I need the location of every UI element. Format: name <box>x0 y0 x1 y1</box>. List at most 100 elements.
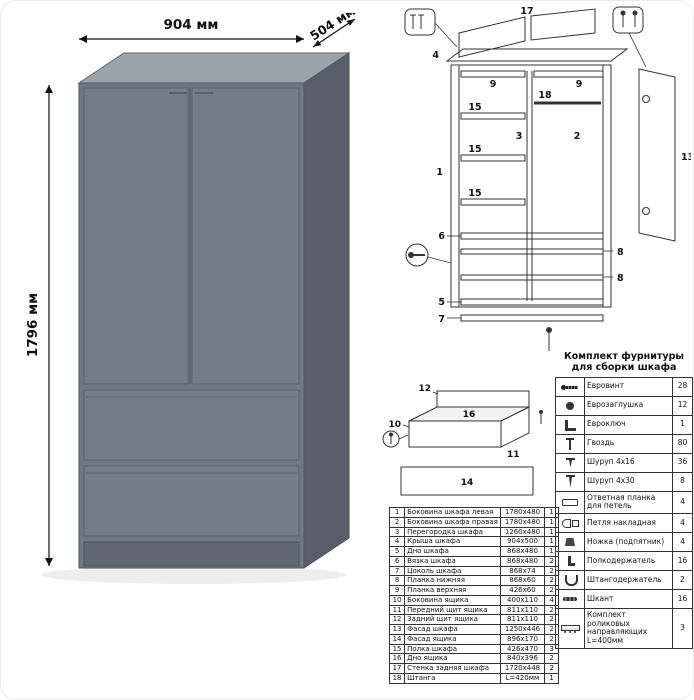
part-name-cell: Планка нижняя <box>404 575 501 586</box>
part-size-cell: 811x110 <box>499 614 546 625</box>
hardware-qty-cell: 3 <box>672 608 693 649</box>
hardware-icon-cell <box>555 414 585 435</box>
part-number-cell: 14 <box>388 633 406 645</box>
exploded-assembly-diagram: 17 4 9 9 18 1 3 2 15 15 15 6 8 8 5 7 13 <box>404 6 691 351</box>
part-number-cell: 18 <box>388 672 406 684</box>
hardware-name-cell: Полкодержатель <box>584 551 673 572</box>
hardware-item-icon <box>560 592 580 606</box>
part-number-cell: 12 <box>388 614 406 625</box>
part-size-cell: 904x500 <box>499 536 546 547</box>
hardware-item-icon <box>560 437 580 451</box>
part-name-cell: Полка шкафа <box>404 643 501 655</box>
part-number-cell: 13 <box>388 624 406 635</box>
hardware-item-icon <box>560 516 580 530</box>
part-name-cell: Штанга <box>404 672 501 684</box>
hardware-name-cell: Ответная планка для петель <box>584 490 673 515</box>
hardware-item-icon <box>560 399 580 413</box>
part-qty-cell: 1 <box>544 526 559 538</box>
part-qty-cell: 1 <box>544 536 559 547</box>
hardware-icon-cell <box>555 532 585 553</box>
part-number-cell: 4 <box>388 536 406 547</box>
part-size-cell: 868x480 <box>499 546 546 557</box>
hardware-item-icon <box>560 456 580 470</box>
part-name-cell: Вязка шкафа <box>404 555 501 567</box>
parts-row: 17 Стенка задняя шкафа 1720x448 2 <box>388 663 559 674</box>
parts-row: 18 Штанга L=420мм 1 <box>388 672 559 684</box>
hardware-kit: Комплект фурнитуры для сборки шкафа Евро… <box>555 351 693 649</box>
part-label-18: 18 <box>538 90 552 101</box>
part-label-9b: 9 <box>576 79 583 90</box>
hardware-name-cell: Шуруп 4x30 <box>584 471 673 492</box>
drawer-part-labels: 12 10 16 11 14 <box>388 384 519 488</box>
hardware-icon-cell <box>555 513 585 534</box>
hardware-name-cell: Шуруп 4x16 <box>584 452 673 473</box>
part-qty-cell: 2 <box>544 565 559 577</box>
hardware-name-cell: Шкант <box>584 589 673 610</box>
part-label-16: 16 <box>463 410 476 420</box>
hardware-row: Комплект роликовых направляющих L=400мм … <box>555 608 693 649</box>
hardware-icon-cell <box>555 608 585 649</box>
part-qty-cell: 1 <box>544 516 559 528</box>
hardware-qty-cell: 16 <box>672 551 693 572</box>
hardware-item-icon <box>560 535 580 549</box>
hardware-name-cell: Еврозаглушка <box>584 395 673 416</box>
part-label-10: 10 <box>388 420 401 430</box>
parts-row: 3 Перегородка шкафа 1260x480 1 <box>388 526 559 538</box>
hardware-icon-cell <box>555 570 585 591</box>
part-qty-cell: 2 <box>544 653 559 664</box>
parts-row: 7 Цоколь шкафа 868x74 2 <box>388 565 559 577</box>
hardware-item-icon <box>560 573 580 587</box>
part-label-8a: 8 <box>617 247 624 258</box>
hardware-name-cell: Ножка (подпятник) <box>584 532 673 553</box>
part-label-11: 11 <box>507 450 520 460</box>
part-number-cell: 16 <box>388 653 406 664</box>
hardware-name-cell: Штангодержатель <box>584 570 673 591</box>
hardware-row: Полкодержатель 16 <box>555 551 693 572</box>
part-label-15c: 15 <box>468 188 481 199</box>
width-dimension-label: 904 мм <box>164 17 219 33</box>
part-size-cell: 1250x446 <box>499 624 546 635</box>
part-label-8b: 8 <box>617 273 624 284</box>
part-size-cell: 1780x480 <box>499 516 546 528</box>
part-name-cell: Боковина шкафа правая <box>404 516 501 528</box>
hardware-row: Еврозаглушка 12 <box>555 395 693 416</box>
hardware-item-icon <box>560 495 580 509</box>
hardware-item-icon <box>560 380 580 394</box>
hardware-qty-cell: 4 <box>672 513 693 534</box>
part-name-cell: Боковина ящика <box>404 594 501 606</box>
part-size-cell: 426x470 <box>499 643 546 655</box>
parts-row: 12 Задний щит ящика 811x110 2 <box>388 614 559 625</box>
part-size-cell: 868x74 <box>499 565 546 577</box>
hardware-row: Шуруп 4x30 8 <box>555 471 693 492</box>
exploded-part-labels: 17 4 9 9 18 1 3 2 15 15 15 6 8 8 5 7 13 <box>432 6 691 325</box>
hardware-qty-cell: 16 <box>672 589 693 610</box>
part-name-cell: Планка верхняя <box>404 585 501 596</box>
part-label-14: 14 <box>461 478 474 488</box>
hardware-icon-cell <box>555 395 585 416</box>
hardware-row: Шкант 16 <box>555 589 693 610</box>
part-size-cell: 1260x480 <box>499 526 546 538</box>
part-size-cell: 868x60 <box>499 575 546 586</box>
part-size-cell: 896x170 <box>499 633 546 645</box>
parts-row: 6 Вязка шкафа 868x480 2 <box>388 555 559 567</box>
part-label-17: 17 <box>520 6 533 17</box>
part-qty-cell: 4 <box>544 594 559 606</box>
part-label-1: 1 <box>436 167 443 178</box>
part-size-cell: 868x480 <box>499 555 546 567</box>
part-qty-cell: 2 <box>544 663 559 674</box>
part-qty-cell: 1 <box>544 672 559 684</box>
hardware-name-cell: Комплект роликовых направляющих L=400мм <box>584 608 673 649</box>
part-size-cell: 400x110 <box>499 594 546 606</box>
hardware-row: Шуруп 4x16 36 <box>555 452 693 473</box>
part-number-cell: 9 <box>388 585 406 596</box>
part-qty-cell: 2 <box>544 624 559 635</box>
part-qty-cell: 2 <box>544 614 559 625</box>
part-number-cell: 1 <box>388 507 406 518</box>
part-qty-cell: 1 <box>544 546 559 557</box>
hardware-kit-title: Комплект фурнитуры для сборки шкафа <box>555 351 693 374</box>
hardware-qty-cell: 12 <box>672 395 693 416</box>
hardware-kit-title-line2: для сборки шкафа <box>571 362 677 374</box>
part-number-cell: 8 <box>388 575 406 586</box>
hardware-qty-cell: 28 <box>672 376 693 397</box>
part-qty-cell: 2 <box>544 604 559 616</box>
